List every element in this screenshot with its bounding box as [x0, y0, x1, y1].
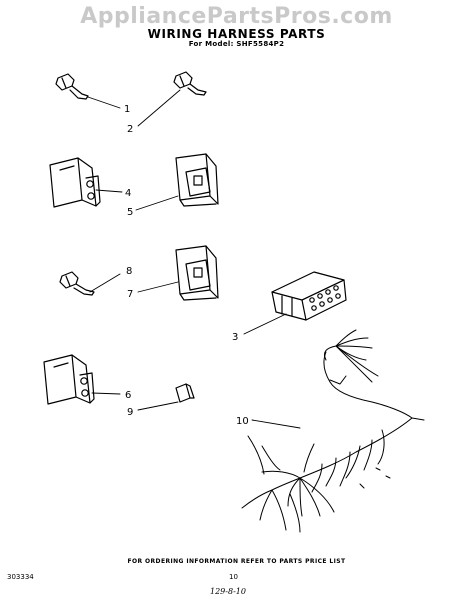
handwritten-note: 129-8-10: [210, 587, 246, 596]
terminal-part-1: [55, 73, 89, 100]
watermark: AppliancePartsPros.com: [80, 4, 393, 29]
callout-2: 2: [127, 124, 133, 135]
wiring-harness-part-10: [241, 329, 425, 533]
housing-part-7: [175, 245, 219, 301]
callout-3: 3: [232, 332, 238, 343]
connector-block-part-3: [271, 271, 347, 321]
callout-6: 6: [125, 390, 131, 401]
page-number: 10: [229, 573, 238, 581]
callout-9: 9: [127, 407, 133, 418]
page-title: WIRING HARNESS PARTS: [147, 27, 326, 41]
callout-4: 4: [125, 188, 131, 199]
model-subtitle: For Model: SHF5584P2: [188, 40, 285, 48]
housing-part-4: [49, 157, 101, 208]
callout-10: 10: [236, 416, 249, 427]
ordering-note: FOR ORDERING INFORMATION REFER TO PARTS …: [127, 558, 346, 565]
terminal-part-2: [173, 71, 207, 96]
callout-leaders: [87, 89, 301, 429]
callout-8: 8: [126, 266, 132, 277]
callout-5: 5: [127, 207, 133, 218]
callout-7: 7: [127, 289, 133, 300]
document-code: 303334: [7, 573, 34, 581]
callout-1: 1: [124, 104, 130, 115]
terminal-part-8: [59, 271, 95, 296]
housing-part-5: [175, 153, 219, 207]
housing-part-6: [43, 354, 95, 405]
insulator-part-9: [175, 383, 195, 403]
